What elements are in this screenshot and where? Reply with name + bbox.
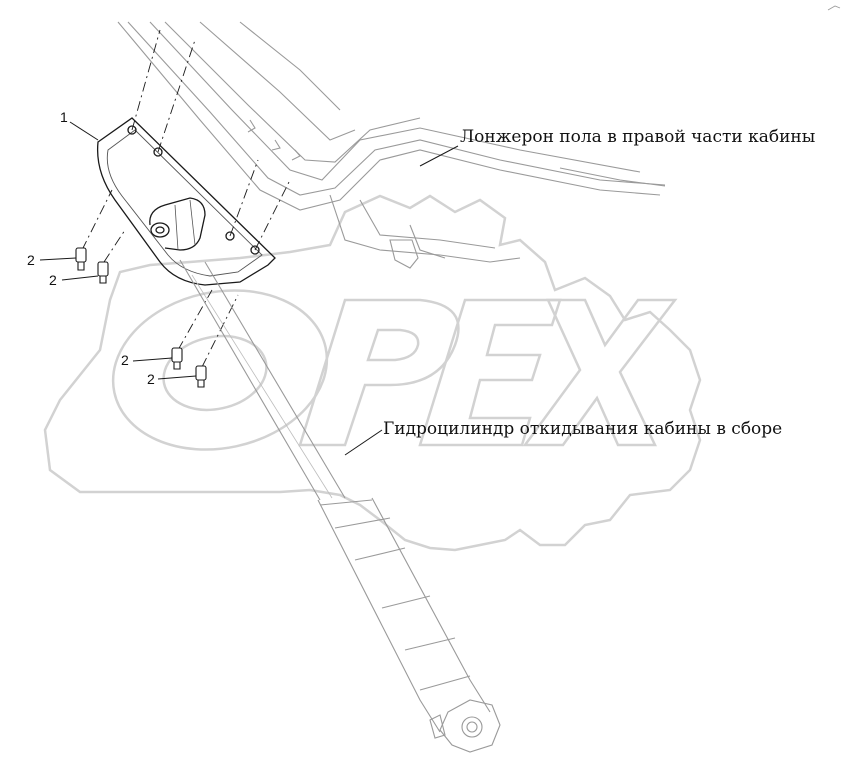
bracket-part-1 xyxy=(96,117,276,286)
cylinder-leader xyxy=(344,429,383,456)
watermark-letter-o-inner xyxy=(162,334,268,412)
bolt-top-left-a xyxy=(75,247,87,271)
part-number-2-b: 2 xyxy=(49,272,57,288)
floor-rail-label: Лонжерон пола в правой части кабины xyxy=(460,127,816,147)
watermark-letter-x xyxy=(522,298,678,447)
corner-mark xyxy=(827,5,841,11)
part-number-leaders xyxy=(39,121,197,380)
bolt-top-left-b xyxy=(97,261,109,284)
hydraulic-cylinder xyxy=(179,259,501,753)
watermark-letter-o-outer xyxy=(111,289,329,451)
watermark-letter-p xyxy=(298,298,460,447)
bolt-bottom-a xyxy=(171,347,183,370)
part-number-1: 1 xyxy=(60,109,68,125)
part-number-2-d: 2 xyxy=(147,371,155,387)
part-number-2-a: 2 xyxy=(27,252,35,268)
floor-rail xyxy=(117,21,666,269)
bolt-bottom-b xyxy=(195,365,207,388)
opex-watermark xyxy=(43,194,702,552)
cylinder-label: Гидроцилиндр откидывания кабины в сборе xyxy=(383,419,783,439)
watermark-gear xyxy=(43,194,702,552)
part-number-2-c: 2 xyxy=(121,352,129,368)
floor-rail-leader xyxy=(419,145,459,167)
